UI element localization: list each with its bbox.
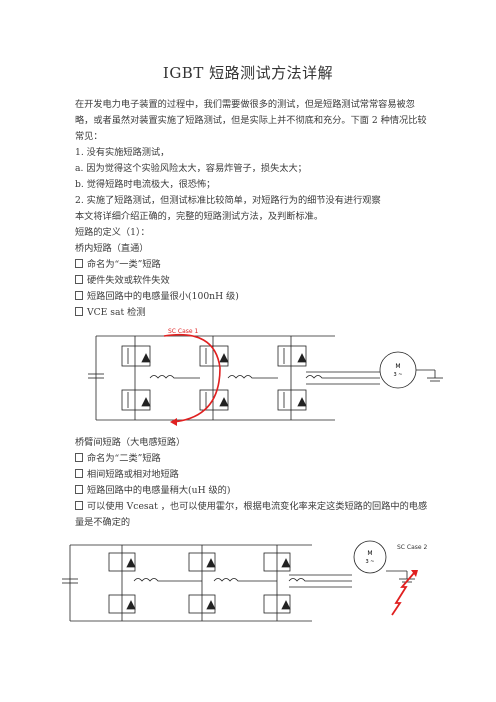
list1-item: VCE sat 检测: [75, 305, 430, 321]
motor-sub: 3 ~: [394, 372, 403, 378]
circuit-diagram-1: M 3 ~ SC Case 1: [88, 328, 443, 426]
section1-heading: 桥内短路（直通）: [75, 243, 149, 254]
bullet-box-icon: [75, 453, 83, 462]
list2-item: 短路回路中的电感量稍大(uH 级的): [75, 483, 430, 499]
lightning-icon: [391, 572, 415, 616]
list2-text: 相间短路或相对地短路: [87, 469, 179, 480]
list2-text: 短路回路中的电感量稍大(uH 级的): [87, 485, 231, 496]
list2-item: 命名为“二类”短路: [75, 451, 430, 467]
list1-item: 短路回路中的电感量很小(100nH 级): [75, 289, 430, 305]
motor-label: M: [367, 550, 372, 557]
section2-heading: 桥臂间短路（大电感短路）: [75, 437, 186, 448]
fig2-label: SC Case 2: [397, 544, 427, 551]
list1-text: VCE sat 检测: [87, 307, 146, 318]
page-title: IGBT 短路测试方法详解: [162, 64, 334, 82]
short-path-arrow: [163, 333, 221, 423]
list1-text: 短路回路中的电感量很小(100nH 级): [87, 291, 239, 302]
bullet-box-icon: [75, 469, 83, 478]
intro-paragraph: 在开发电力电子装置的过程中，我们需要做很多的测试，但是短路测试常常容易被忽略，或…: [75, 99, 427, 142]
item-1a: a. 因为觉得这个实验风险太大，容易炸管子，损失太大；: [75, 163, 307, 174]
fig1-label: SC Case 1: [168, 328, 198, 335]
item-summary: 本文将详细介绍正确的，完整的短路测试方法，及判断标准。: [75, 211, 324, 222]
arrow-head-icon: [411, 570, 418, 577]
arrow-head-icon: [170, 418, 177, 426]
bullet-box-icon: [75, 275, 83, 284]
list1-text: 命名为“一类”短路: [87, 259, 161, 270]
motor-label: M: [395, 363, 400, 370]
item-1: 1. 没有实施短路测试，: [75, 147, 170, 158]
circuit-diagram-2: M 3 ~ SC Case 2: [62, 540, 427, 622]
motor-sub: 3 ~: [366, 559, 375, 565]
list2-item: 可以使用 Vcesat ，也可以使用霍尔，根据电流变化率来定这类短路的回路中的电…: [75, 499, 430, 531]
bullet-box-icon: [75, 485, 83, 494]
item-1b: b. 觉得短路时电流极大，很恐怖；: [75, 179, 216, 190]
definition-heading: 短路的定义（1）：: [75, 227, 150, 238]
bullet-box-icon: [75, 501, 83, 510]
list2-text: 可以使用 Vcesat ，也可以使用霍尔，根据电流变化率来定这类短路的回路中的电…: [75, 501, 428, 528]
list2-text: 命名为“二类”短路: [87, 453, 161, 464]
list1-item: 命名为“一类”短路: [75, 257, 430, 273]
bullet-box-icon: [75, 307, 83, 316]
list1-text: 硬件失效或软件失效: [87, 275, 170, 286]
list1-item: 硬件失效或软件失效: [75, 273, 430, 289]
bullet-box-icon: [75, 291, 83, 300]
bullet-box-icon: [75, 259, 83, 268]
list2-item: 相间短路或相对地短路: [75, 467, 430, 483]
item-2: 2. 实施了短路测试，但测试标准比较简单，对短路行为的细节没有进行观察: [75, 195, 381, 206]
